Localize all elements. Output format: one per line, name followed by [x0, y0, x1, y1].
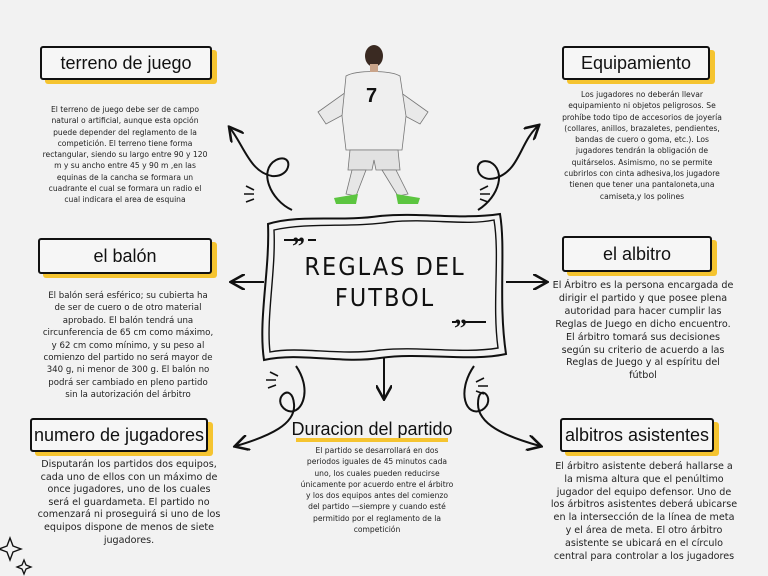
label-equipamiento: Equipamiento: [562, 46, 710, 80]
label-arbitros-asistentes: albitros asistentes: [560, 418, 714, 452]
spark-right-bottom: [475, 377, 488, 395]
page-title: REGLAS DEL FUTBOL: [300, 251, 470, 313]
open-quote: ”: [292, 232, 305, 261]
text-terreno-de-juego: El terreno de juego debe ser de campo na…: [42, 105, 208, 205]
label-duracion-del-partido: Duracion del partido: [291, 418, 453, 442]
text-duracion-del-partido: El partido se desarrollará en dos period…: [300, 446, 454, 535]
text-equipamiento: Los jugadores no deberán llevar equipami…: [562, 90, 722, 201]
label-terreno-de-juego: terreno de juego: [40, 46, 212, 80]
arrow-terreno: [230, 128, 293, 211]
spark-right-top: [479, 185, 490, 203]
label-el-arbitro: el albitro: [562, 236, 712, 272]
text-el-arbitro: El Árbitro es la persona encargada de di…: [552, 280, 734, 382]
label-el-balon: el balón: [38, 238, 212, 274]
jersey-number: 7: [366, 85, 377, 107]
player-illustration: [317, 45, 429, 204]
text-el-balon: El balón será esférico; su cubierta ha d…: [42, 291, 214, 401]
center-frame: [261, 212, 508, 362]
text-numero-de-jugadores: Disputarán los partidos dos equipos, cad…: [37, 459, 221, 546]
spark-left-bottom: [266, 371, 279, 389]
title-line-2: FUTBOL: [334, 283, 436, 312]
spark-left-top: [244, 185, 255, 203]
text-arbitros-asistentes: El árbitro asistente deberá hallarse a l…: [550, 461, 738, 562]
sparkle-icon: [0, 536, 23, 562]
arrow-asistentes: [463, 365, 540, 446]
close-quote: ”: [454, 314, 467, 343]
title-line-1: REGLAS DEL: [304, 252, 466, 281]
arrow-equipamiento: [476, 126, 538, 211]
sparkle-icon-small: [15, 558, 33, 576]
center-frame-inner: [268, 219, 499, 353]
label-numero-de-jugadores: numero de jugadores: [30, 418, 208, 452]
arrow-jugadores: [236, 365, 306, 446]
